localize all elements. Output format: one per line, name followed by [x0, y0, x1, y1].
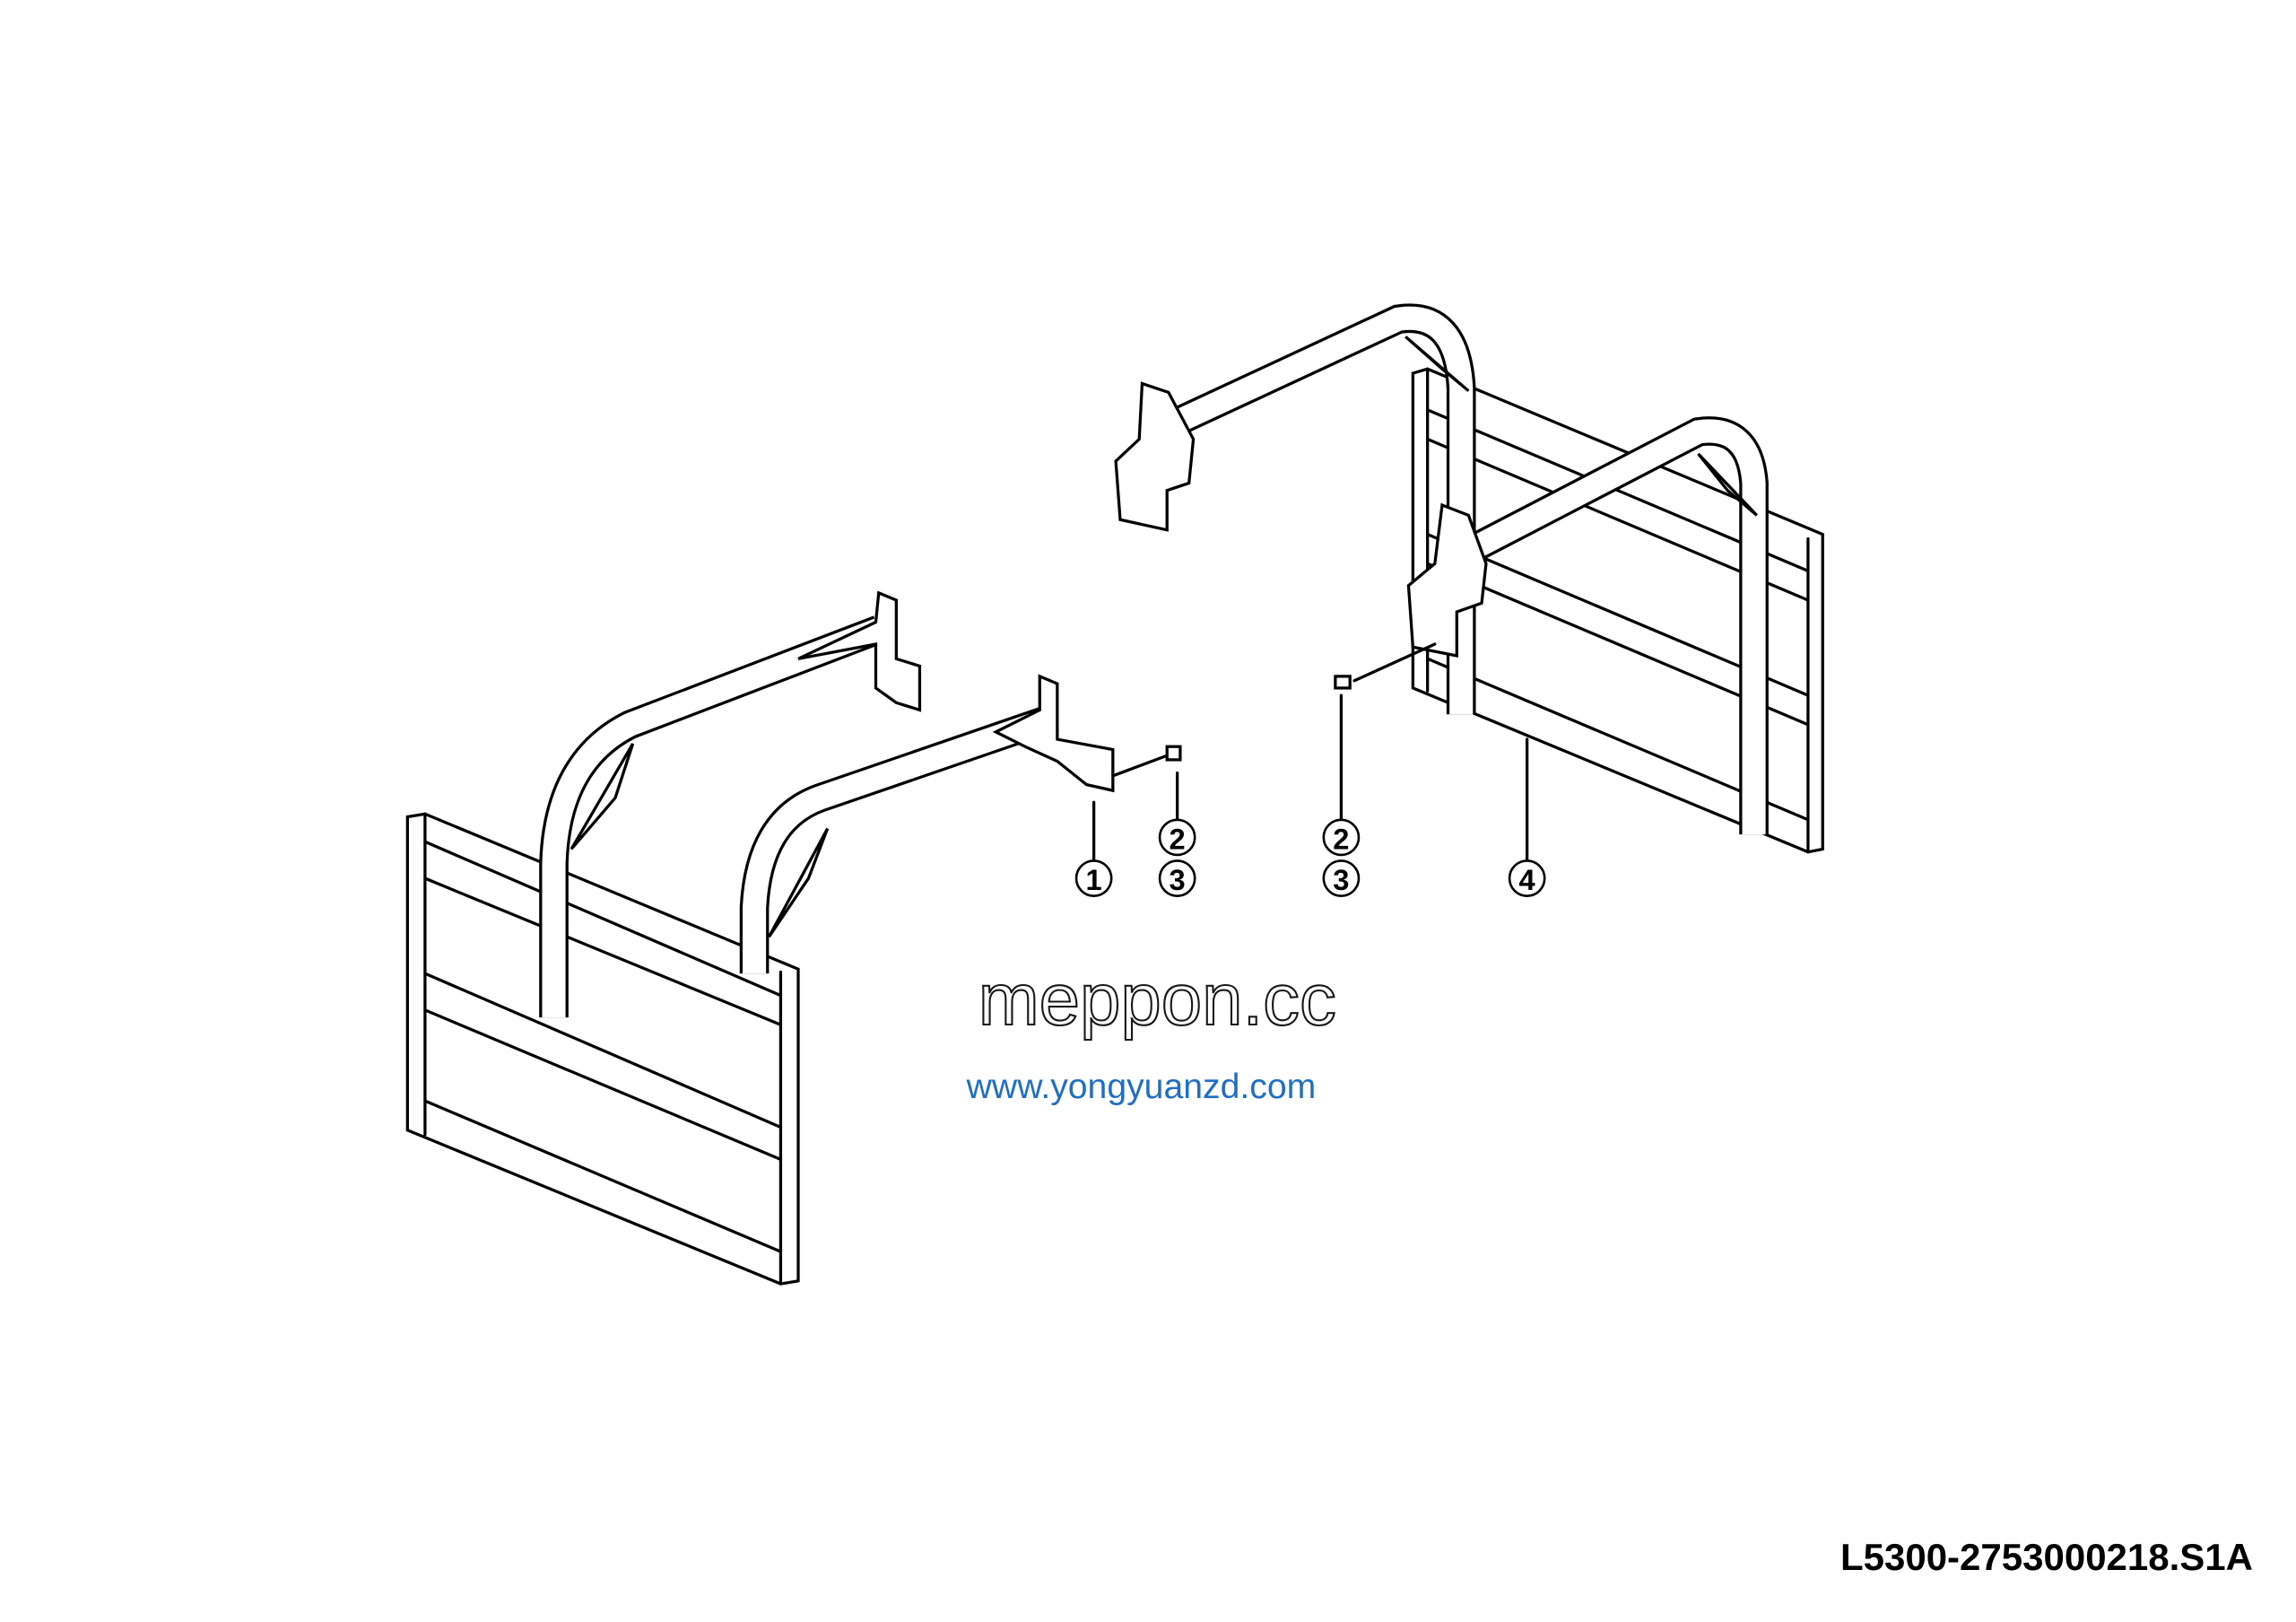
callout-1: 1 — [1074, 859, 1113, 897]
callout-3b: 3 — [1322, 859, 1361, 897]
watermark-outline: meppon.cc — [978, 959, 1336, 1041]
watermark-url: www.yongyuanzd.com — [966, 1068, 1317, 1106]
svg-text:3: 3 — [1170, 863, 1186, 896]
svg-text:4: 4 — [1519, 863, 1535, 896]
callout-4: 4 — [1508, 859, 1546, 897]
svg-text:3: 3 — [1333, 863, 1349, 896]
drawing-code: L5300-2753000218.S1A — [1839, 1536, 2253, 1578]
bolt-2 — [1334, 642, 1437, 690]
bolt-1 — [1111, 745, 1182, 778]
left-guard-frame — [405, 590, 1115, 1286]
callout-2a: 2 — [1158, 818, 1196, 857]
svg-text:1: 1 — [1086, 863, 1102, 896]
callout-3a: 3 — [1158, 859, 1196, 897]
svg-text:2: 2 — [1170, 823, 1186, 856]
leader-lines — [1091, 693, 1529, 863]
callout-2b: 2 — [1322, 818, 1361, 857]
right-guard-frame — [1114, 303, 1824, 854]
svg-text:2: 2 — [1333, 823, 1349, 856]
